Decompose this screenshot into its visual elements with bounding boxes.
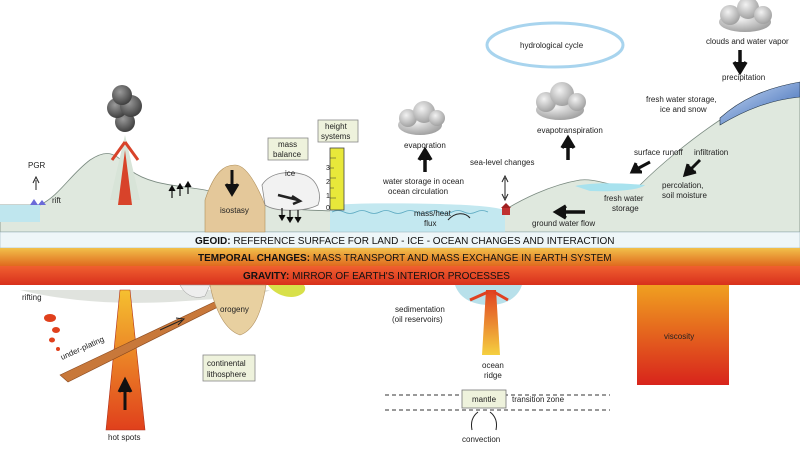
mantle-box	[461, 389, 507, 409]
ground-water-arrow	[552, 204, 585, 220]
hydrological-cycle-label: hydrological cycle	[520, 41, 584, 50]
isostasy-mountain	[204, 164, 266, 233]
mass-label: mass	[278, 140, 297, 149]
convection-label: convection	[462, 435, 500, 444]
sea-level-arrow	[501, 174, 509, 202]
ocean-left	[0, 205, 40, 222]
balance-label: balance	[273, 150, 302, 159]
systems-label: systems	[321, 132, 350, 141]
volcano-lava	[118, 150, 132, 205]
transition-zone-label: transition zone	[512, 395, 565, 404]
convection-arrows	[471, 411, 497, 431]
percolation-label-1: percolation,	[662, 181, 703, 190]
gravity-label: GRAVITY: MIRROR OF EARTH'S INTERIOR PROC…	[243, 271, 510, 282]
fresh-water-lake	[575, 183, 645, 192]
ice-cap	[719, 81, 800, 126]
isostasy-arrow	[224, 170, 240, 197]
rift-label: rift	[52, 196, 62, 205]
rift-symbol	[30, 199, 46, 205]
geoid-label: GEOID: REFERENCE SURFACE FOR LAND - ICE …	[195, 236, 615, 247]
clouds-label: clouds and water vapor	[706, 37, 789, 46]
crust-left	[20, 290, 270, 303]
percolation-label-2: soil moisture	[662, 191, 707, 200]
volcano-lava-flows	[110, 141, 140, 161]
mass-heat-label-2: flux	[424, 219, 436, 228]
cloud-evapotranspiration	[536, 82, 586, 120]
ruler-tick-1: 1	[326, 193, 330, 200]
mantle-label: mantle	[472, 395, 497, 404]
ruler-tick-0: 0	[326, 205, 330, 212]
subsidence-arrows	[278, 208, 302, 224]
hot-spot-arrow	[117, 376, 133, 410]
evaporation-arrow	[417, 146, 433, 172]
temporal-label: TEMPORAL CHANGES: MASS TRANSPORT AND MAS…	[198, 253, 612, 264]
height-systems-box	[317, 119, 359, 143]
ground-water-label: ground water flow	[532, 219, 595, 228]
lithosphere-label: lithosphere	[207, 370, 247, 379]
ice-snow-label: ice and snow	[660, 105, 707, 114]
underplating-arrow	[159, 317, 186, 331]
uplift-arrows	[168, 180, 192, 198]
sedimentation-label-2: (oil reservoirs)	[392, 315, 443, 324]
mass-heat-arrow	[447, 213, 471, 221]
ice-sheet	[261, 172, 320, 211]
orogeny-label: orogeny	[220, 305, 249, 314]
ice-root	[179, 284, 211, 298]
ridge-spread	[469, 290, 509, 302]
evapotranspiration-label: evapotranspiration	[537, 126, 603, 135]
coastal-house	[501, 203, 511, 215]
ice-label: ice	[285, 169, 296, 178]
viscosity-column	[637, 285, 729, 385]
rifting-label: rifting	[22, 293, 42, 302]
ocean-ridge-label-1: ocean	[482, 361, 504, 370]
sea-level-label: sea-level changes	[470, 158, 534, 167]
surface-runoff-label: surface runoff	[634, 148, 684, 157]
rifting-droplets	[44, 314, 60, 351]
ruler-tick-2: 2	[326, 179, 330, 186]
precipitation-label: precipitation	[722, 73, 765, 82]
viscosity-label: viscosity	[664, 332, 694, 341]
smoke-plume	[107, 85, 142, 132]
fresh-storage-label: fresh water storage,	[646, 95, 717, 104]
hot-spots-label: hot spots	[108, 433, 140, 442]
hot-spot-plume	[105, 289, 146, 431]
fresh-water-label-1: fresh water	[604, 194, 644, 203]
ocean-center	[330, 203, 505, 232]
continental-label: continental	[207, 359, 246, 368]
infiltration-label: infiltration	[694, 148, 728, 157]
ice-flow-arrow	[277, 193, 303, 206]
pgr-arrow	[32, 175, 40, 190]
ruler-ticks	[330, 157, 336, 199]
ocean-waves	[331, 210, 489, 214]
hydrological-cycle-loop	[485, 21, 625, 69]
temporal-band	[0, 248, 800, 266]
ocean-ridge-label-2: ridge	[484, 371, 502, 380]
pgr-label: PGR	[28, 161, 46, 170]
height-label: height	[325, 122, 348, 131]
isostasy-label: isostasy	[220, 206, 249, 215]
height-ruler	[329, 147, 345, 211]
sedimentation-label-1: sedimentation	[395, 305, 445, 314]
precipitation-arrow	[732, 50, 748, 76]
percolation-arrow	[682, 158, 702, 178]
orogeny-root	[209, 284, 267, 336]
water-storage-label-2: ocean circulation	[388, 187, 448, 196]
continental-lithosphere-box	[202, 354, 256, 382]
lithosphere-blob	[268, 285, 306, 297]
evaporation-label: evaporation	[404, 141, 446, 150]
fresh-water-label-2: storage	[612, 204, 639, 213]
cloud-top-right	[719, 0, 772, 32]
water-storage-label-1: water storage in ocean	[382, 177, 464, 186]
evapotranspiration-arrow	[560, 134, 576, 160]
ocean-ridge-plume	[482, 290, 500, 355]
gravity-band	[0, 266, 800, 285]
mass-heat-label-1: mass/heat	[414, 209, 452, 218]
ruler-tick-3: 3	[326, 165, 330, 172]
cloud-evaporation	[398, 101, 445, 135]
surface-runoff-arrow	[629, 160, 651, 174]
mass-balance-box	[267, 137, 309, 161]
